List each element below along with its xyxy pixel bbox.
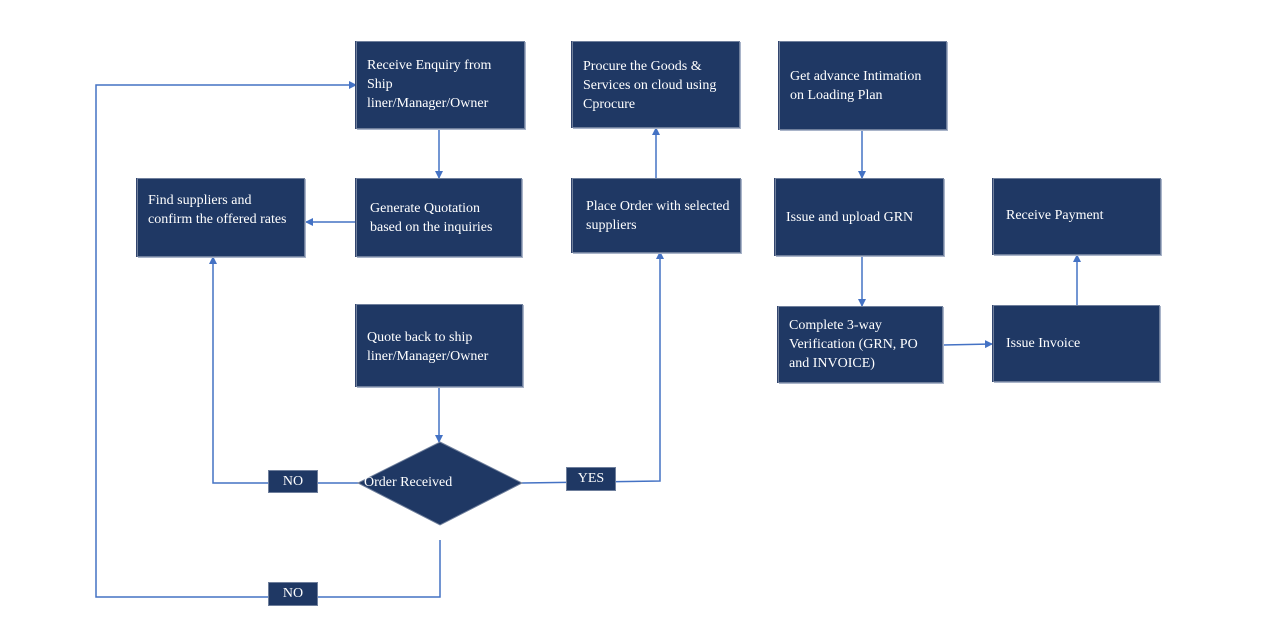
node-receive-enquiry-text: Receive Enquiry from Ship liner/Manager/… bbox=[367, 58, 492, 111]
node-find-suppliers: Find suppliers and confirm the offered r… bbox=[137, 178, 305, 257]
node-advance-intimation: Get advance Intimation on Loading Plan bbox=[779, 41, 947, 130]
node-generate-quotation: Generate Quotation based on the inquirie… bbox=[356, 178, 522, 257]
node-generate-quotation-text: Generate Quotation based on the inquirie… bbox=[370, 200, 493, 235]
node-quote-back: Quote back to ship liner/Manager/Owner bbox=[356, 304, 523, 387]
label-no-left: NO bbox=[268, 470, 318, 493]
node-verification-text: Complete 3-way Verification (GRN, PO and… bbox=[789, 318, 918, 371]
arrow-loop-to-enquiry bbox=[95, 81, 441, 598]
node-place-order: Place Order with selected suppliers bbox=[572, 178, 741, 253]
node-verification: Complete 3-way Verification (GRN, PO and… bbox=[778, 306, 943, 383]
node-order-received-text: Order Received bbox=[364, 475, 453, 490]
node-receive-enquiry: Receive Enquiry from Ship liner/Manager/… bbox=[356, 41, 525, 129]
decision-diamond bbox=[356, 441, 524, 526]
node-place-order-text: Place Order with selected suppliers bbox=[586, 198, 730, 233]
label-no-bottom: NO bbox=[268, 582, 318, 606]
arrow-yes-to-place-order bbox=[521, 251, 664, 484]
node-receive-payment-text: Receive Payment bbox=[1006, 208, 1104, 223]
node-issue-grn-text: Issue and upload GRN bbox=[786, 209, 914, 225]
node-advance-intimation-text: Get advance Intimation on Loading Plan bbox=[790, 69, 922, 103]
node-procure-goods: Procure the Goods & Services on cloud us… bbox=[572, 41, 740, 128]
node-quote-back-text: Quote back to ship liner/Manager/Owner bbox=[367, 330, 489, 364]
node-issue-grn: Issue and upload GRN bbox=[775, 178, 944, 256]
label-yes: YES bbox=[566, 467, 616, 491]
node-procure-goods-text: Procure the Goods & Services on cloud us… bbox=[583, 59, 717, 112]
node-issue-invoice: Issue Invoice bbox=[993, 305, 1160, 382]
node-issue-invoice-text: Issue Invoice bbox=[1006, 336, 1081, 351]
node-receive-payment: Receive Payment bbox=[993, 178, 1161, 255]
arrow-no-to-suppliers bbox=[209, 256, 358, 484]
node-find-suppliers-text: Find suppliers and confirm the offered r… bbox=[148, 193, 287, 227]
arrow-verification-to-invoice bbox=[942, 340, 993, 349]
